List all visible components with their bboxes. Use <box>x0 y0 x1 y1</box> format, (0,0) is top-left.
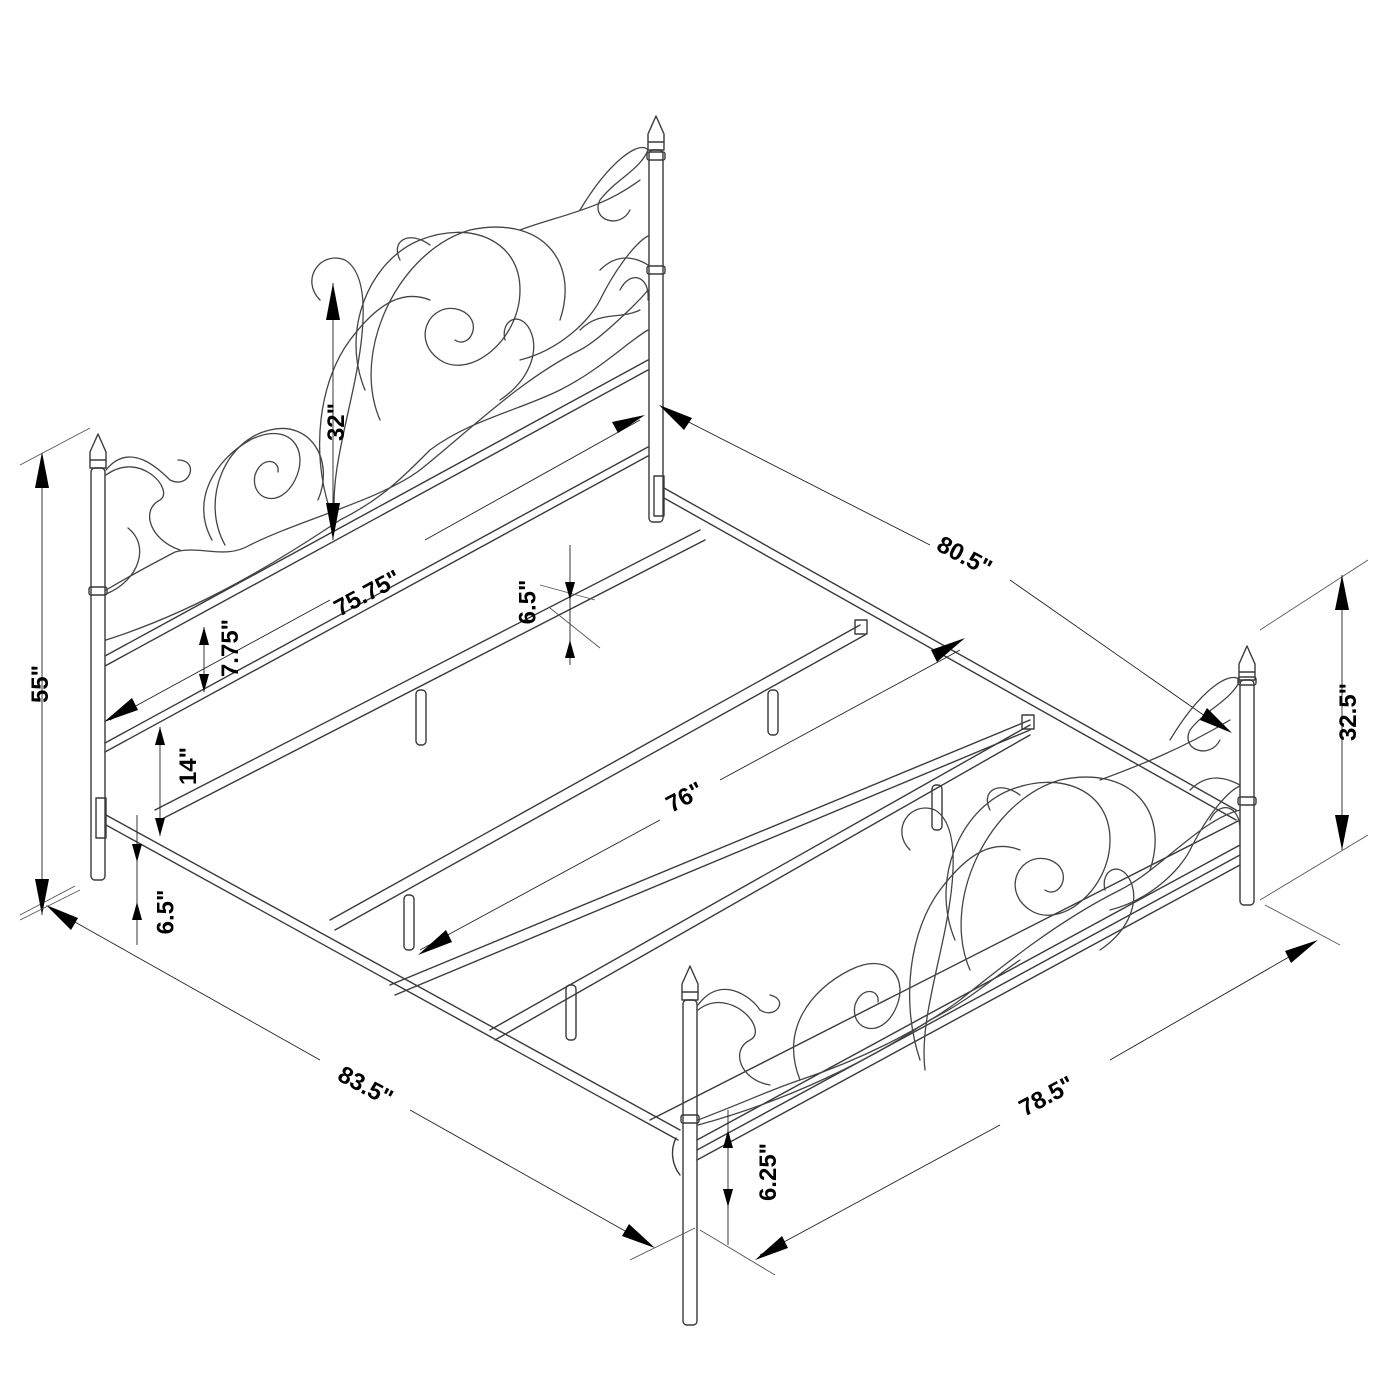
dim-headboard-leg-height: 6.5" <box>152 889 180 935</box>
dim-headboard-clearance: 14" <box>175 746 203 786</box>
dim-headboard-scroll-height: 32" <box>323 402 351 442</box>
dim-headboard-height: 55" <box>27 664 55 704</box>
dimension-lines <box>19 283 1369 1276</box>
dim-headboard-rail-gap: 7.75" <box>217 618 245 678</box>
footboard-scrollwork <box>697 676 1241 1126</box>
dim-footboard-height: 32.5" <box>1335 682 1363 742</box>
headboard-scrollwork <box>105 146 649 641</box>
dim-rail-height: 6.5" <box>514 579 542 625</box>
footboard <box>671 645 1257 1326</box>
headboard <box>88 115 666 881</box>
dim-footboard-leg-height: 6.25" <box>755 1142 783 1202</box>
